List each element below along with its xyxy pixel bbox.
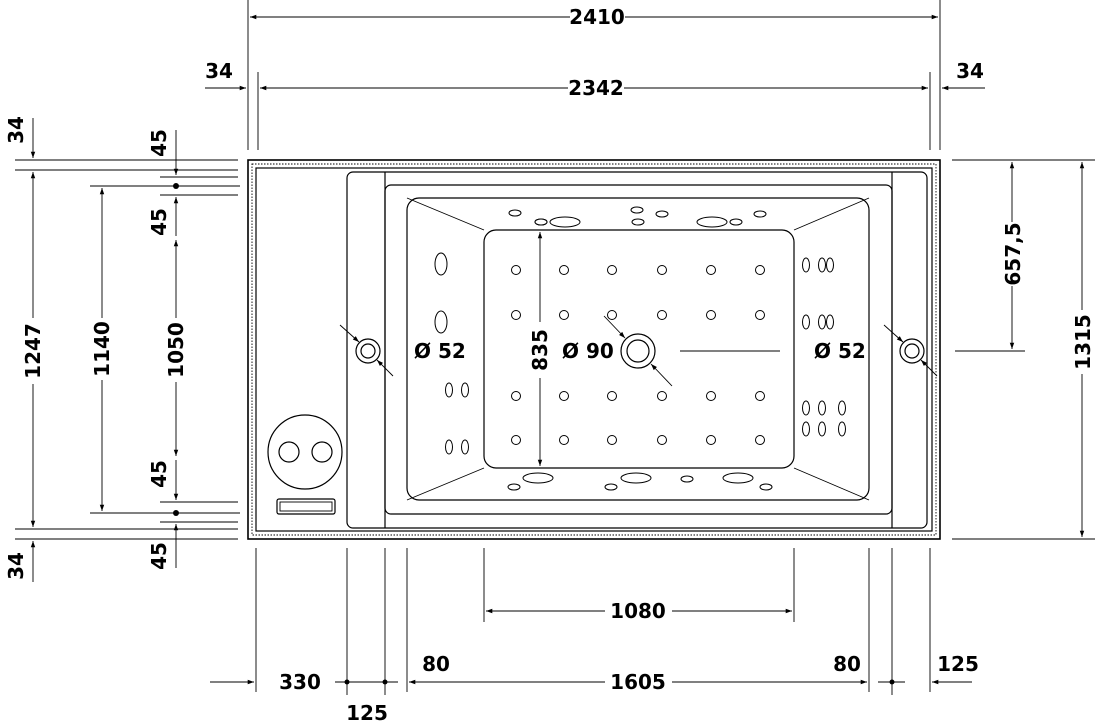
dim-panel-330: 330: [279, 670, 321, 694]
side-jet: [434, 252, 448, 276]
basin: [384, 184, 893, 515]
floor-nozzle: [607, 391, 617, 401]
floor-nozzle: [657, 391, 667, 401]
dim-left-outer-bottom: 34: [4, 552, 28, 580]
floor-nozzle: [706, 265, 716, 275]
side-jet: [434, 310, 448, 334]
rim-jet: [729, 218, 743, 226]
side-jet: [445, 439, 453, 455]
floor-nozzle: [511, 435, 521, 445]
dim-left-step-bottom-lower: 45: [147, 542, 171, 570]
rim-jet: [680, 475, 694, 483]
floor-nozzle: [706, 391, 716, 401]
side-jet: [461, 439, 469, 455]
side-jets: [434, 206, 846, 491]
floor-nozzle: [607, 435, 617, 445]
dimension-labels: 2410 2342 34 34 34 34 1247 1140 1050 45 …: [4, 5, 1095, 725]
floor-nozzle: [755, 265, 765, 275]
rim-jet: [655, 210, 669, 218]
floor-nozzle: [607, 310, 617, 320]
tub-outline: [247, 159, 941, 540]
dim-left-inner-height: 1247: [21, 323, 45, 379]
floor-nozzle: [657, 310, 667, 320]
side-jet: [838, 421, 846, 437]
floor-nozzles: [511, 265, 765, 445]
floor-nozzle: [755, 391, 765, 401]
dim-floor-width: 1080: [610, 599, 666, 623]
dim-80-right: 80: [833, 652, 861, 676]
dim-left-outer-top: 34: [4, 116, 28, 144]
dim-left-panel-height: 1050: [164, 322, 188, 378]
floor-nozzle: [755, 435, 765, 445]
dim-inner-length: 2342: [568, 76, 624, 100]
floor-nozzle: [511, 265, 521, 275]
dim-left-step-top-lower: 45: [147, 208, 171, 236]
side-jet: [818, 421, 826, 437]
dim-left-step-bottom-upper: 45: [147, 460, 171, 488]
rim-jet: [534, 218, 548, 226]
side-jet: [826, 257, 834, 273]
dim-overall-length: 2410: [569, 5, 625, 29]
side-jet: [802, 257, 810, 273]
floor-nozzle: [559, 435, 569, 445]
overflow-left-icon: [355, 338, 381, 364]
end-jets: [522, 216, 754, 484]
side-jet: [461, 382, 469, 398]
floor-nozzle: [559, 391, 569, 401]
rim-jet: [507, 483, 521, 491]
side-jet: [818, 400, 826, 416]
dim-125-left: 125: [346, 701, 388, 725]
dim-rim-right: 34: [956, 59, 984, 83]
rim-jet: [630, 206, 644, 214]
floor-nozzle: [607, 265, 617, 275]
dim-right-overall-height: 1315: [1071, 314, 1095, 370]
callout-drain: Ø 90: [562, 339, 614, 363]
side-jet: [818, 257, 826, 273]
rim-jet: [508, 209, 522, 217]
side-jet: [818, 314, 826, 330]
floor-nozzle: [706, 435, 716, 445]
side-jet: [802, 400, 810, 416]
floor-nozzle: [511, 310, 521, 320]
side-jet: [826, 314, 834, 330]
dim-125-right: 125: [937, 652, 979, 676]
control-display: [276, 498, 336, 515]
side-jet: [445, 382, 453, 398]
floor-nozzle: [559, 310, 569, 320]
callout-overflow-right: Ø 52: [814, 339, 866, 363]
dimension-lines: [15, 0, 1095, 695]
rim-jet: [759, 483, 773, 491]
dim-left-step-top-upper: 45: [147, 129, 171, 157]
dim-basin-width: 1605: [610, 670, 666, 694]
floor-nozzle: [559, 265, 569, 275]
dim-left-basin-height: 1140: [90, 321, 114, 377]
side-jet: [838, 400, 846, 416]
floor-nozzle: [706, 310, 716, 320]
callout-overflow-left: Ø 52: [414, 339, 466, 363]
floor-nozzle: [511, 391, 521, 401]
drain-icon: [620, 333, 656, 369]
dim-80-left: 80: [422, 652, 450, 676]
rim-jet: [753, 210, 767, 218]
overflow-right-icon: [899, 338, 925, 364]
control-knobs-icon: [267, 414, 343, 490]
side-jet: [802, 421, 810, 437]
dim-rim-left: 34: [205, 59, 233, 83]
floor-nozzle: [657, 265, 667, 275]
side-jet: [802, 314, 810, 330]
dim-right-half-height: 657,5: [1001, 222, 1025, 285]
floor-nozzle: [755, 310, 765, 320]
rim-jet: [631, 218, 645, 226]
dim-basin-floor-height: 835: [528, 329, 552, 371]
rim-jet: [604, 483, 618, 491]
floor-nozzle: [657, 435, 667, 445]
